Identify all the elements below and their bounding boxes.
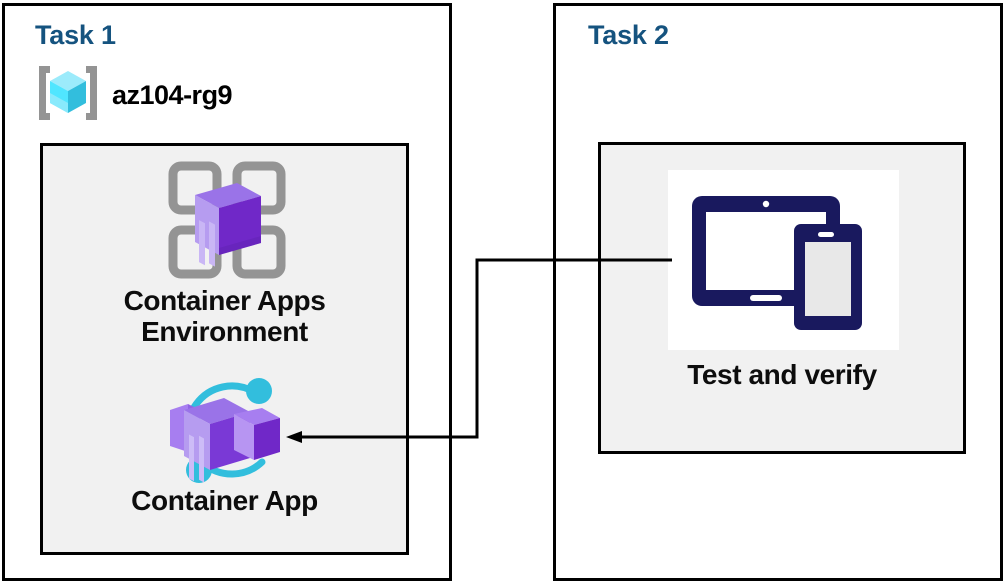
cae-label-line-1: Container Apps [123, 285, 326, 316]
container-apps-environment-label: Container Apps Environment [43, 285, 406, 348]
task-2-content-box: Test and verify [598, 142, 966, 454]
cae-label-line-2: Environment [141, 315, 308, 347]
devices-test-icon [688, 190, 880, 340]
test-and-verify-label: Test and verify [601, 359, 963, 391]
task-1-content-box: Container Apps Environment [40, 143, 409, 555]
resource-group-name: az104-rg9 [112, 80, 233, 110]
task-1-title: Task 1 [35, 20, 116, 50]
resource-group-row: az104-rg9 [36, 63, 233, 128]
devices-icon-plate [668, 170, 899, 350]
task-2-title: Task 2 [588, 20, 669, 50]
ca-label-line-1: Container App [131, 485, 318, 516]
tv-label-line-1: Test and verify [687, 359, 877, 390]
resource-group-icon [36, 63, 100, 128]
container-apps-environment-icon [165, 158, 289, 287]
container-app-label: Container App [43, 485, 406, 517]
container-app-icon [158, 374, 298, 489]
